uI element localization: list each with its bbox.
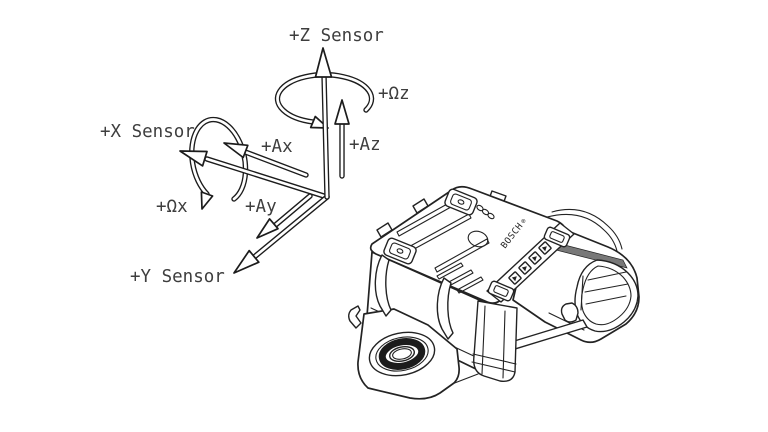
device-drawing: BOSCH ® (348, 185, 640, 400)
breather-membrane-circle (467, 230, 489, 248)
top-face-pad (383, 237, 417, 265)
label-ay: +Ay (245, 197, 277, 217)
label-z-sensor: +Z Sensor (289, 26, 384, 46)
az-arrow (334, 99, 350, 179)
flange-bushing (368, 331, 436, 377)
top-face-pad (444, 188, 478, 216)
label-ax: +Ax (261, 137, 293, 157)
omega-z-rotation-arrow (274, 72, 375, 129)
connector-neck-curves (546, 208, 623, 252)
x-axis-arrow (179, 150, 330, 200)
axes-figure (179, 47, 375, 274)
label-az: +Az (349, 135, 381, 155)
z-axis-arrow (314, 47, 333, 200)
spring-clips (374, 254, 454, 340)
omega-x-rotation-arrow (189, 116, 249, 210)
front-pillar (471, 300, 518, 382)
bosch-logo-mark (476, 204, 495, 220)
axis-labels: +Z Sensor +Ωz +X Sensor +Ax +Az +Ωx +Ay … (100, 26, 410, 287)
connector-latch-tab (560, 302, 579, 323)
label-x-sensor: +X Sensor (100, 122, 195, 142)
flange-side-clip (348, 305, 362, 329)
ax-arrow (223, 142, 309, 178)
registered-mark: ® (519, 217, 528, 225)
y-axis-arrow (233, 194, 330, 274)
label-omega-x: +Ωx (156, 197, 188, 217)
label-y-sensor: +Y Sensor (130, 267, 225, 287)
connector-opening-detail (580, 271, 629, 311)
ay-arrow (256, 193, 313, 239)
pin-strip-pads (487, 226, 571, 302)
label-omega-z: +Ωz (378, 84, 410, 104)
